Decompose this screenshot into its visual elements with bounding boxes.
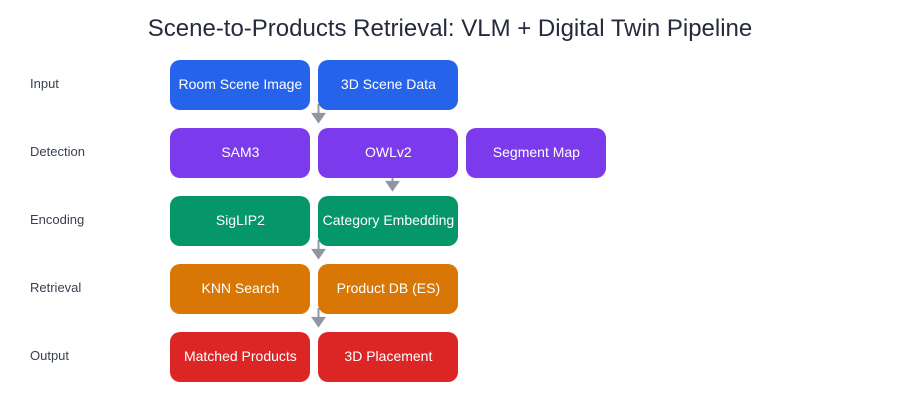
node-sam3: SAM3: [170, 128, 311, 178]
arrow-head-icon: [311, 316, 326, 328]
arrow-stem: [317, 308, 320, 319]
arrow-encoding-to-retrieval: [311, 240, 326, 260]
node-category-embedding: Category Embedding: [318, 196, 459, 246]
row-label-encoding: Encoding: [30, 212, 85, 227]
row-label-output: Output: [30, 348, 70, 363]
arrow-stem: [317, 240, 320, 251]
arrow-stem: [317, 104, 320, 115]
arrow-input-to-detection: [311, 104, 326, 124]
node-3d-placement: 3D Placement: [318, 332, 459, 382]
arrow-head-icon: [311, 112, 326, 124]
arrow-head-icon: [385, 180, 400, 192]
node-room-scene-image: Room Scene Image: [170, 60, 311, 110]
diagram-title: Scene-to-Products Retrieval: VLM + Digit…: [147, 14, 753, 42]
row-label-detection: Detection: [30, 144, 85, 159]
node-knn-search: KNN Search: [170, 264, 311, 314]
arrow-head-icon: [311, 248, 326, 260]
row-label-input: Input: [30, 76, 59, 91]
node-matched-products: Matched Products: [170, 332, 311, 382]
row-label-retrieval: Retrieval: [30, 280, 82, 295]
node-owlv2: OWLv2: [318, 128, 459, 178]
node-product-db-es: Product DB (ES): [318, 264, 459, 314]
node-segment-map: Segment Map: [466, 128, 607, 178]
node-siglip2: SigLIP2: [170, 196, 311, 246]
arrow-retrieval-to-output: [311, 308, 326, 328]
node-3d-scene-data: 3D Scene Data: [318, 60, 459, 110]
